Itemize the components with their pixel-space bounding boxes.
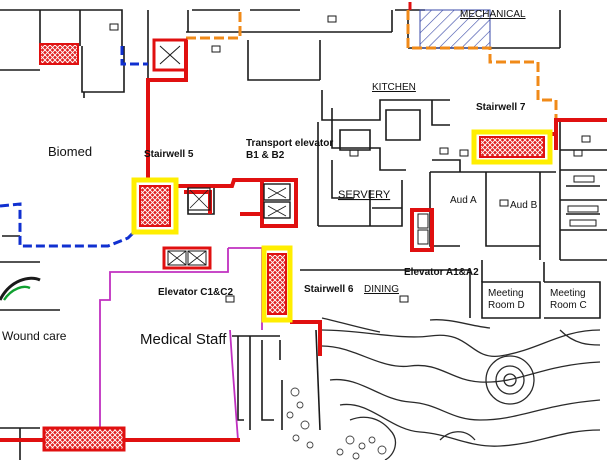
stairwell-7 <box>479 136 545 158</box>
label-meeting-c-2: Room C <box>550 300 587 311</box>
label-stairwell-5: Stairwell 5 <box>144 149 194 160</box>
elevator-c <box>162 246 212 270</box>
stairwell-7-highlight <box>471 129 553 165</box>
elevator-b-small <box>187 187 211 211</box>
transport-elevator-b1 <box>263 183 291 201</box>
label-aud-b: Aud B <box>510 200 538 211</box>
stairwell-6-highlight <box>261 245 293 323</box>
transport-elevator-b2 <box>263 201 291 219</box>
fixture-marks <box>109 15 599 303</box>
label-meeting-d-1: Meeting <box>488 288 524 299</box>
label-stairwell-6: Stairwell 6 <box>304 284 354 295</box>
elevator-b-small-cross <box>189 189 209 209</box>
label-mechanical: MECHANICAL <box>460 9 526 20</box>
map-labels: MECHANICAL KITCHEN Biomed Stairwell 5 Tr… <box>2 9 587 348</box>
stairwell-6 <box>267 253 287 315</box>
elevator-c-cross <box>167 250 207 266</box>
orange-route <box>186 10 558 120</box>
elevator-top <box>152 38 188 72</box>
label-stairwell-7: Stairwell 7 <box>476 102 526 113</box>
elevator-a2 <box>417 229 429 245</box>
label-transport-elevator: Transport elevator <box>246 138 333 149</box>
stairwell-5-highlight <box>131 177 179 235</box>
red-dashed-route <box>146 2 412 180</box>
blue-route <box>0 46 148 248</box>
elevator-top-cross <box>159 45 181 65</box>
label-elevator-a: Elevator A1&A2 <box>404 267 479 278</box>
label-meeting-c-1: Meeting <box>550 288 586 299</box>
stair-bottom-left <box>42 426 126 452</box>
label-kitchen: KITCHEN <box>372 82 416 93</box>
courtyard-stones <box>286 387 387 460</box>
label-transport-elevator-b: B1 & B2 <box>246 150 285 161</box>
elevator-c2 <box>187 250 207 266</box>
elevator-a1 <box>417 213 429 229</box>
label-wound-care: Wound care <box>2 329 67 343</box>
label-meeting-d-2: Room D <box>488 300 525 311</box>
mechanical-room-hatch <box>419 9 491 49</box>
elevator-c1 <box>167 250 187 266</box>
curved-wall <box>0 276 41 301</box>
stair-top-left <box>39 43 79 65</box>
label-medical-staff: Medical Staff <box>140 331 227 348</box>
green-route <box>3 285 31 301</box>
label-aud-a: Aud A <box>450 195 477 206</box>
label-biomed: Biomed <box>48 144 92 159</box>
stairwell-5 <box>139 185 171 227</box>
label-servery: SERVERY <box>338 189 391 201</box>
courtyard-garden <box>321 317 601 460</box>
label-dining: DINING <box>364 284 399 295</box>
label-elevator-c: Elevator C1&C2 <box>158 287 233 298</box>
transport-elevator-cross <box>267 187 287 217</box>
